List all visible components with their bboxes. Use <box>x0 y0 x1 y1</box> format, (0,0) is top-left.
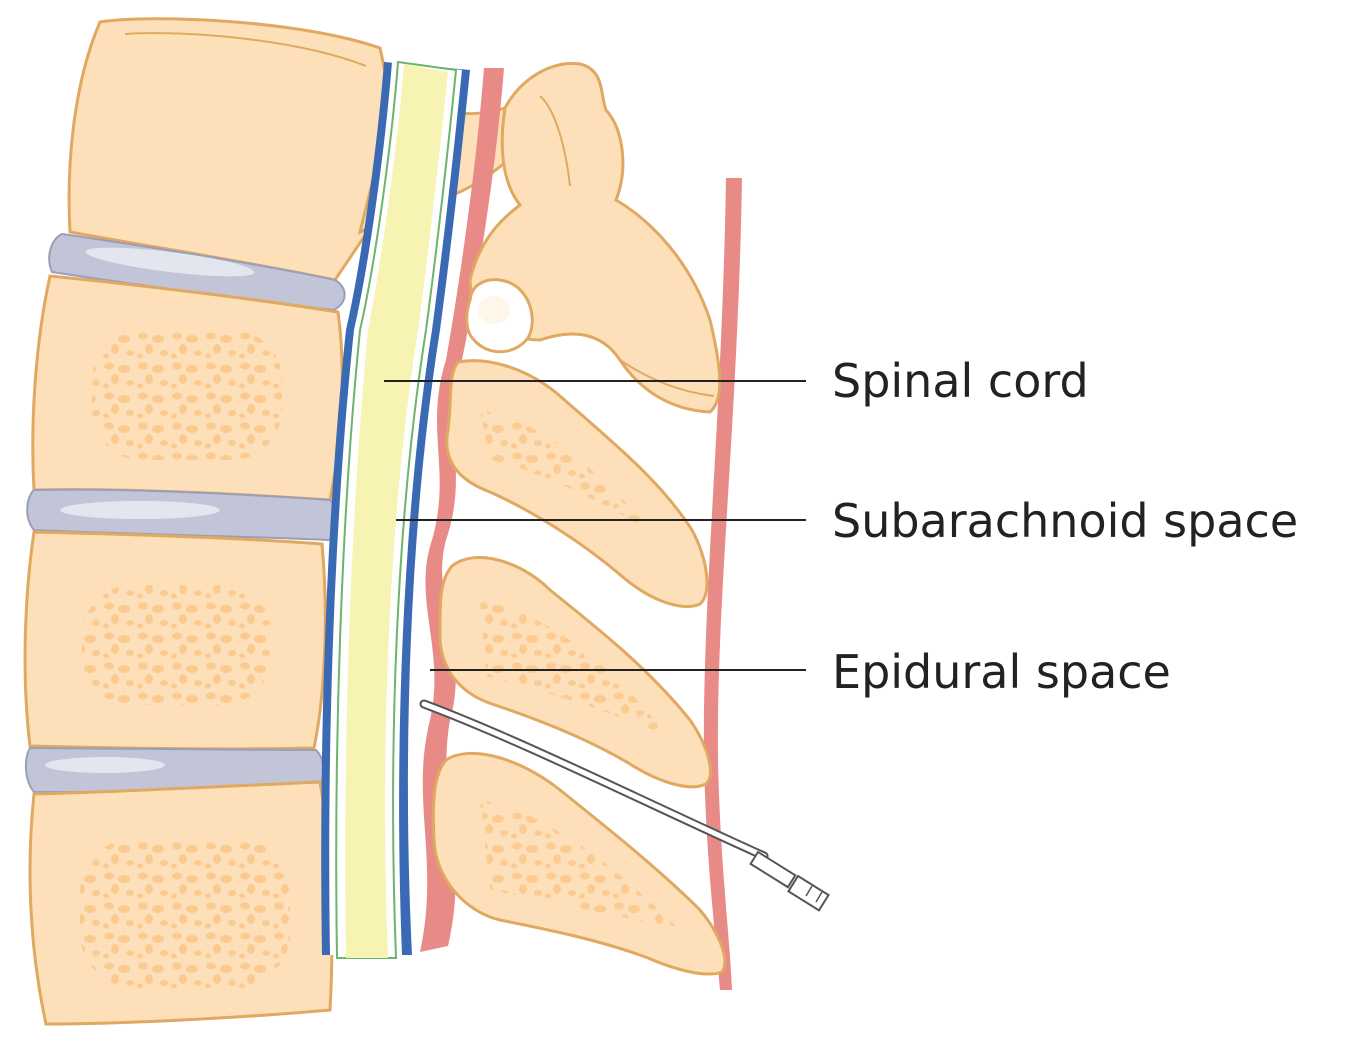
spinal-cord-label: Spinal cord <box>832 354 1089 408</box>
vertebral-bodies <box>23 17 522 1026</box>
articular-process-upper <box>468 62 722 414</box>
ligamentum-flavum <box>420 68 504 952</box>
spinal-cord <box>345 64 448 958</box>
vertebra-top-rim <box>124 32 367 67</box>
posterior-elements <box>431 62 727 976</box>
epidural-catheter <box>419 699 830 912</box>
vertebra-top <box>67 17 445 282</box>
supraspinous-ligament <box>703 178 742 990</box>
leader-lines <box>384 380 806 671</box>
subarachnoid-space-label: Subarachnoid space <box>832 494 1298 548</box>
epidural-space-label: Epidural space <box>832 645 1171 699</box>
spinal-canal <box>321 60 470 959</box>
catheter-connector <box>749 850 797 889</box>
